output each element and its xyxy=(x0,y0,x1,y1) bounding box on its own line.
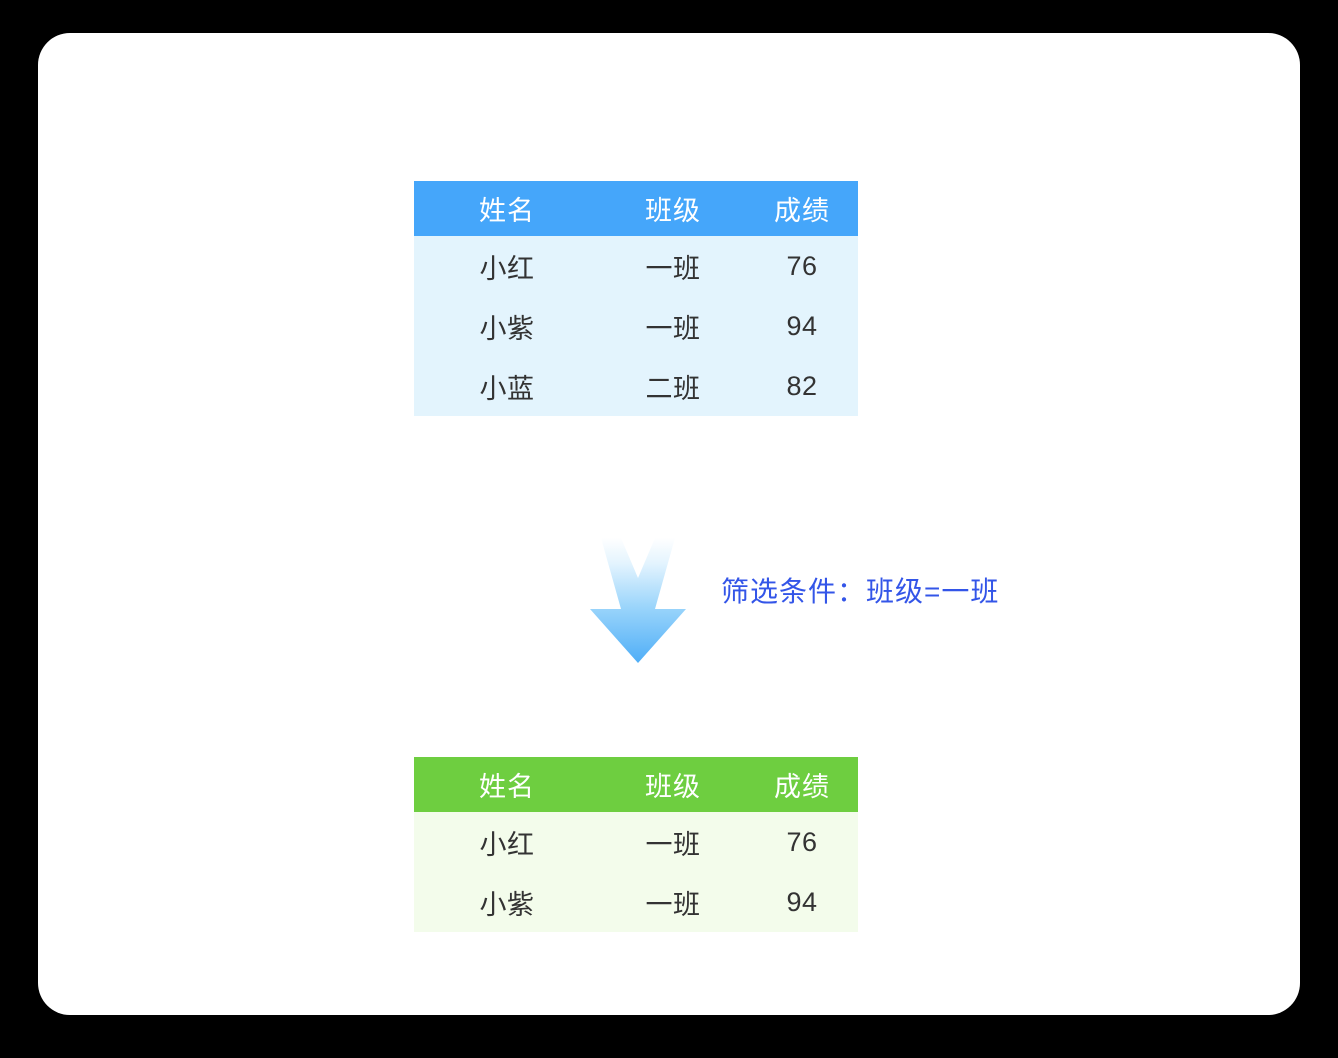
result-data-table: 姓名 班级 成绩 小红 一班 76 小紫 一班 94 xyxy=(414,757,858,932)
cell-score: 94 xyxy=(786,310,818,341)
cell-score: 76 xyxy=(786,250,818,281)
cell-name: 小蓝 xyxy=(479,373,535,404)
result-header-row: 姓名 班级 成绩 xyxy=(414,757,858,812)
cell-name: 小红 xyxy=(479,829,535,860)
table-row: 小红 一班 76 xyxy=(414,236,858,296)
cell-name: 小紫 xyxy=(479,889,535,920)
table-row: 小红 一班 76 xyxy=(414,812,858,872)
cell-class: 一班 xyxy=(645,829,701,860)
cell-class: 一班 xyxy=(645,889,701,920)
source-table-header: 姓名 班级 成绩 xyxy=(414,181,858,236)
content-card: 姓名 班级 成绩 小红 一班 76 小紫 一班 94 小蓝 二班 xyxy=(38,33,1300,1015)
cell-score: 94 xyxy=(786,886,818,917)
table-row: 小紫 一班 94 xyxy=(414,872,858,932)
source-header-row: 姓名 班级 成绩 xyxy=(414,181,858,236)
result-header-score: 成绩 xyxy=(774,772,830,802)
result-header-name: 姓名 xyxy=(479,772,535,802)
cell-class: 二班 xyxy=(645,373,701,404)
source-header-score: 成绩 xyxy=(774,196,830,226)
down-arrow-icon xyxy=(590,538,686,663)
source-data-table: 姓名 班级 成绩 小红 一班 76 小紫 一班 94 小蓝 二班 xyxy=(414,181,858,416)
result-header-class: 班级 xyxy=(645,772,701,802)
cell-score: 82 xyxy=(786,370,818,401)
result-table-body: 小红 一班 76 小紫 一班 94 xyxy=(414,812,858,932)
cell-name: 小红 xyxy=(479,253,535,284)
cell-score: 76 xyxy=(786,826,818,857)
table-row: 小蓝 二班 82 xyxy=(414,356,858,416)
source-header-class: 班级 xyxy=(645,196,701,226)
result-table-header: 姓名 班级 成绩 xyxy=(414,757,858,812)
source-table-body: 小红 一班 76 小紫 一班 94 小蓝 二班 82 xyxy=(414,236,858,416)
cell-class: 一班 xyxy=(645,253,701,284)
cell-class: 一班 xyxy=(645,313,701,344)
cell-name: 小紫 xyxy=(479,313,535,344)
table-row: 小紫 一班 94 xyxy=(414,296,858,356)
filter-condition-label: 筛选条件：班级=一班 xyxy=(721,576,1000,607)
source-header-name: 姓名 xyxy=(479,196,535,226)
